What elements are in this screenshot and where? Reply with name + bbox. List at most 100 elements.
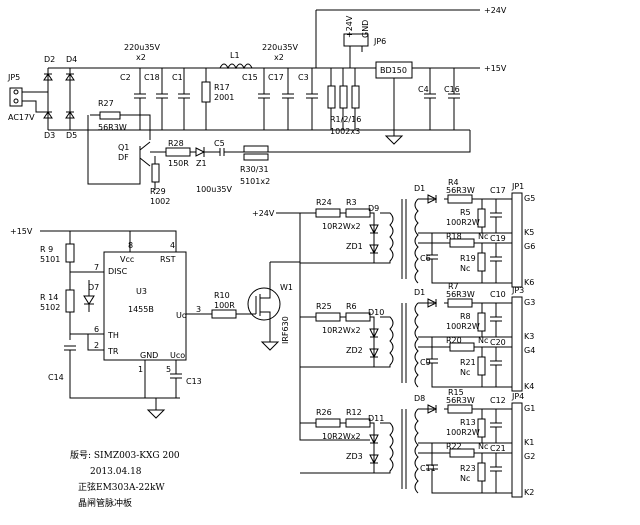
- svg-text:5101x2: 5101x2: [240, 177, 270, 186]
- diode-symbol: [369, 328, 379, 339]
- label-c1: C12: [490, 396, 506, 405]
- resistor-r14: R 14 5102: [40, 289, 75, 313]
- label-ra: R25: [316, 302, 332, 311]
- pin-1-number: 1: [138, 365, 143, 374]
- label-r4v: Nc: [460, 368, 470, 377]
- resistor-r17: R17 2001: [201, 68, 234, 130]
- transformer-primary: [374, 316, 394, 368]
- mosfet-w1: W1 IRF630: [247, 262, 293, 344]
- jp5-label: JP5: [7, 73, 20, 82]
- transformer-core: [401, 303, 407, 383]
- cap-group1-multiplier: x2: [136, 53, 146, 62]
- svg-text:2001: 2001: [214, 93, 234, 102]
- svg-text:C4: C4: [418, 85, 429, 94]
- note-date: 2013.04.18: [90, 467, 142, 477]
- resistor-r1: [447, 194, 473, 204]
- timer-section: +15V R 9 5101 D7 R 14 5102 C14 U3 1455B …: [10, 227, 300, 419]
- transistor-q1: Q1 DF: [118, 141, 151, 167]
- label-pin3: G6: [524, 242, 535, 251]
- label-rb: R3: [346, 198, 357, 207]
- pin-gnd: GND: [140, 351, 158, 360]
- cap-c3: [490, 243, 502, 283]
- diode-d3-symbol: [43, 111, 53, 119]
- jp6-pin-24v: +24V: [345, 15, 354, 38]
- resistor-ra: [315, 418, 341, 428]
- svg-text:C2: C2: [120, 73, 131, 82]
- label-pin2: K1: [524, 438, 534, 447]
- transformer-secondary: [414, 408, 419, 494]
- label-r3v: Nc: [478, 442, 488, 451]
- ac17v-label: AC17V: [8, 113, 35, 122]
- label-c1: C17: [490, 186, 506, 195]
- cap-c1: [490, 199, 502, 233]
- svg-text:100R: 100R: [214, 301, 235, 310]
- transformer-primary: [374, 422, 394, 474]
- resistor-r1-2-16: R1/2/16 1002x3: [327, 68, 361, 136]
- label-r1: R15: [448, 388, 464, 397]
- resistor-rb: [345, 208, 371, 218]
- resistor-r10: R10 100R: [211, 291, 237, 319]
- svg-text:R10: R10: [214, 291, 230, 300]
- svg-text:C14: C14: [48, 373, 64, 382]
- connector-jp: [511, 192, 523, 288]
- label-zener: ZD3: [346, 452, 363, 461]
- svg-text:R17: R17: [214, 83, 230, 92]
- label-d1: D1: [414, 184, 425, 193]
- label-c3: C20: [490, 338, 506, 347]
- pin-rst: RST: [160, 255, 176, 264]
- diode-d1-symbol: [427, 404, 438, 414]
- label-pin4: K4: [524, 382, 534, 391]
- svg-text:R 14: R 14: [40, 293, 58, 302]
- resistor-r9: R 9 5101: [40, 243, 75, 264]
- svg-text:W1: W1: [280, 283, 293, 292]
- pin-6-number: 6: [94, 325, 99, 334]
- label-pin3: G2: [524, 452, 535, 461]
- label-r1v: 56R3W: [446, 290, 475, 299]
- zener-symbol: [369, 244, 379, 255]
- resistor-r29: R29 1002: [150, 156, 170, 206]
- svg-text:C15: C15: [242, 73, 258, 82]
- label-rv: 10R2Wx2: [322, 326, 361, 335]
- pin-th: TH: [107, 331, 119, 340]
- label-pin2: K3: [524, 332, 534, 341]
- pin-2-number: 2: [94, 341, 99, 350]
- label-r1v: 56R3W: [446, 186, 475, 195]
- cap-c15: C15: [242, 68, 270, 130]
- svg-text:C5: C5: [214, 139, 225, 148]
- pin-7-number: 7: [94, 263, 99, 272]
- resistor-r3: [449, 238, 475, 248]
- svg-text:5101: 5101: [40, 255, 60, 264]
- label-c1: C10: [490, 290, 506, 299]
- label-c3: C19: [490, 234, 506, 243]
- rail-label-15v-left: +15V: [10, 227, 33, 236]
- label-jp: JP3: [511, 286, 524, 295]
- inductor-l1: L1: [219, 51, 253, 70]
- cap-c13: C13: [170, 373, 202, 398]
- diode-d2-symbol: [43, 73, 53, 81]
- pin-4-number: 4: [170, 241, 175, 250]
- svg-text:5102: 5102: [40, 303, 60, 312]
- svg-text:IRF630: IRF630: [281, 316, 290, 344]
- connector-jp: [511, 296, 523, 392]
- resistor-r4: [477, 356, 486, 376]
- cap-c2: C2: [120, 68, 146, 130]
- resistor-r4: [477, 252, 486, 272]
- pin-disc: DISC: [108, 267, 128, 276]
- cap-c1: [490, 303, 502, 337]
- jp6-pin-gnd: GND: [361, 20, 370, 38]
- label-r3: R18: [446, 232, 462, 241]
- chip-part-number: 1455B: [128, 305, 154, 314]
- resistor-r4: [477, 462, 486, 482]
- cap-c2: [426, 337, 512, 388]
- pin-5-number: 5: [166, 365, 171, 374]
- svg-text:R28: R28: [168, 139, 184, 148]
- cap-c16: C16: [444, 68, 460, 130]
- label-zener: ZD2: [346, 346, 363, 355]
- label-c2: C11: [420, 464, 436, 473]
- jp6-connector: [343, 33, 369, 47]
- label-ra: R24: [316, 198, 332, 207]
- label-jp: JP1: [511, 182, 524, 191]
- board-notes: 版号: SIMZ003-KXG 200 2013.04.18 正弦EM303A-…: [70, 449, 180, 509]
- power-supply-section: +24V +15V JP5 AC17V D2 D4 D3 D5 220u35V …: [7, 6, 507, 206]
